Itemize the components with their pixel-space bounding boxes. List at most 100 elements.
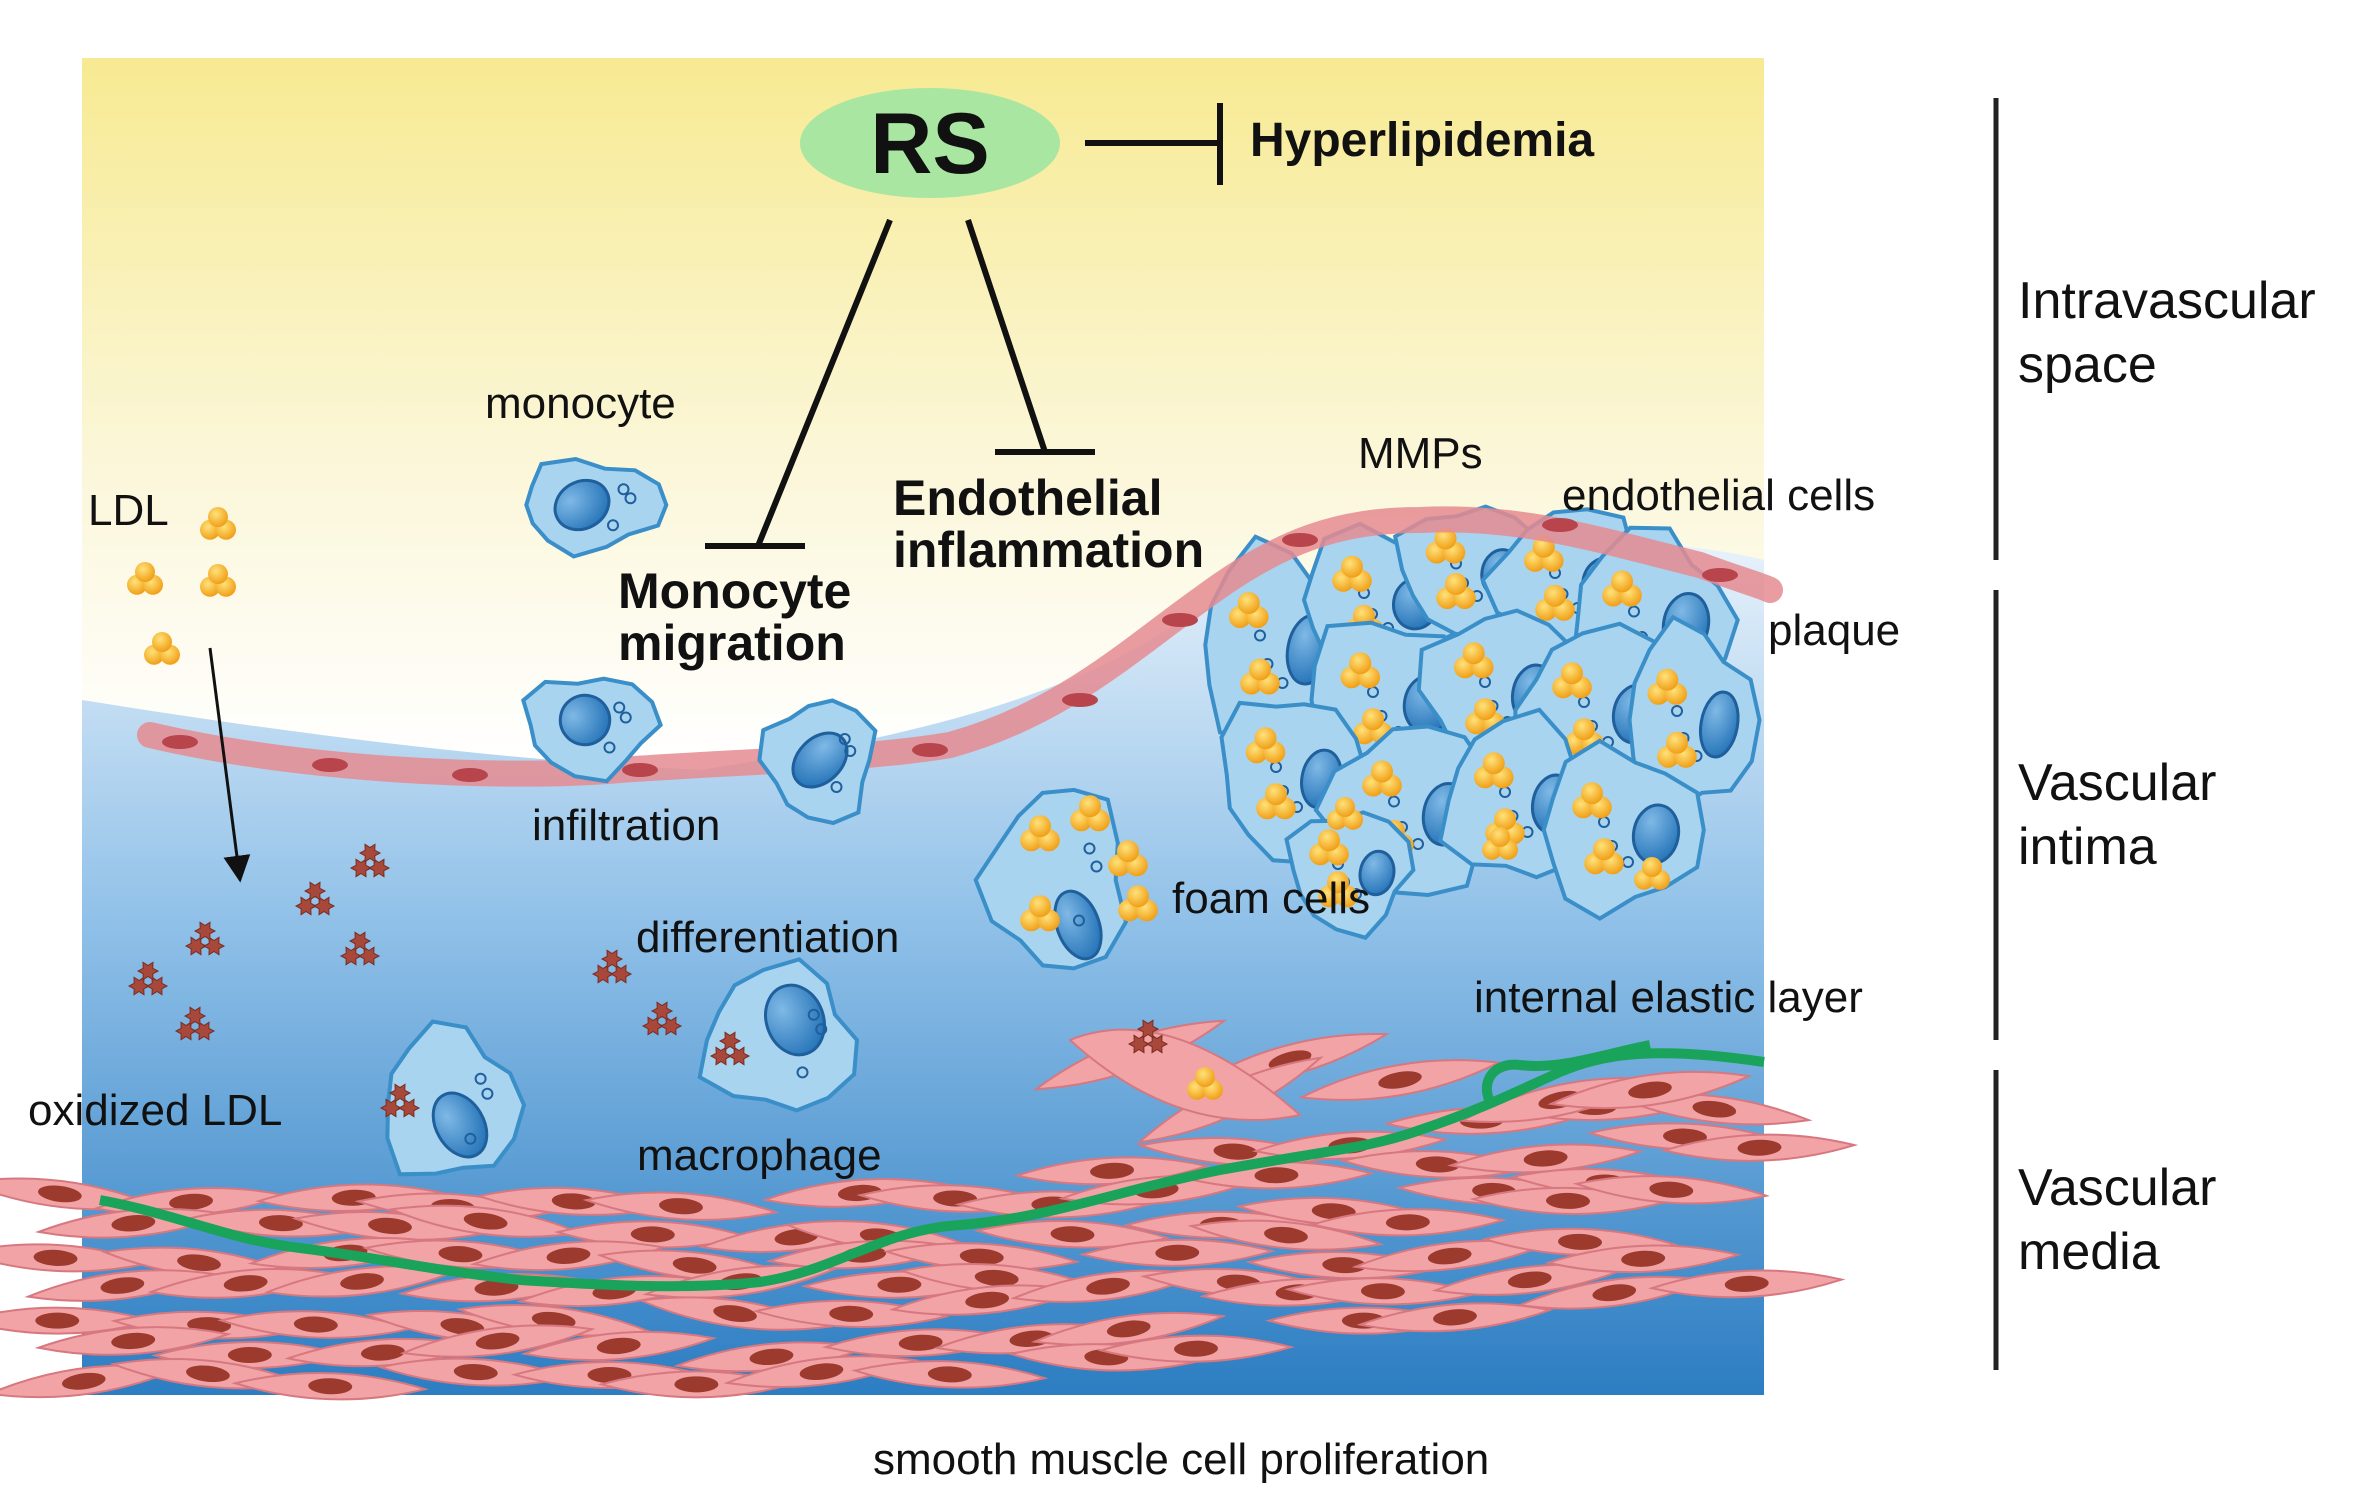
internal-elastic-layer-line xyxy=(99,1048,1765,1292)
smooth-muscle-nucleus xyxy=(551,1193,596,1210)
oxidized-ldl-spike xyxy=(358,843,382,863)
smooth-muscle-lipid-cell xyxy=(1068,1028,1303,1121)
smooth-muscle-nucleus xyxy=(223,1275,268,1292)
smooth-muscle-nucleus xyxy=(749,1348,794,1366)
oxidized-ldl-particle xyxy=(294,881,336,916)
monocyte-migration-line2: migration xyxy=(618,615,846,671)
lipid-droplet xyxy=(1249,658,1271,681)
lipid-droplet xyxy=(1117,840,1139,863)
cell-nucleus xyxy=(791,731,849,789)
smooth-muscle-cell xyxy=(147,1267,345,1299)
vesicle xyxy=(815,1023,828,1036)
infiltration-label: infiltration xyxy=(532,801,720,850)
ldl-entry-arrow xyxy=(208,647,251,883)
oxidized-ldl-particle xyxy=(184,921,226,956)
smooth-muscle-cell xyxy=(673,1341,870,1373)
lipid-cluster xyxy=(1318,871,1358,908)
endothelial-nucleus xyxy=(452,768,488,782)
ldl-label: LDL xyxy=(88,486,169,535)
lipid-droplet xyxy=(1327,871,1349,894)
lipid-cluster xyxy=(1572,782,1612,819)
smooth-muscle-nucleus xyxy=(1213,1143,1258,1160)
oxidized-ldl-particle xyxy=(339,931,381,966)
smooth-muscle-nucleus xyxy=(1155,1244,1200,1261)
smooth-muscle-nucleus xyxy=(1322,1257,1367,1274)
lipid-droplet xyxy=(1573,718,1595,741)
inhibit-endothelial-line xyxy=(965,219,1048,453)
rs-node xyxy=(800,88,1060,198)
smooth-muscle-nucleus xyxy=(1433,1309,1477,1326)
lipid-cluster xyxy=(1584,838,1624,875)
lipid-cluster xyxy=(1425,527,1466,564)
intima-label-line1: Vascular xyxy=(2018,754,2216,812)
hyperlipidemia-label: Hyperlipidemia xyxy=(1250,114,1594,167)
smooth-muscle-cell xyxy=(851,1360,1049,1389)
smooth-muscle-nucleus xyxy=(1360,1283,1405,1300)
smooth-muscle-nucleus xyxy=(1628,1081,1672,1099)
vesicle xyxy=(844,745,857,757)
oxidized-ldl-spike xyxy=(193,921,217,941)
smooth-muscle-cell xyxy=(520,1330,718,1362)
smooth-muscle-cell xyxy=(1351,1239,1548,1273)
lipid-cluster xyxy=(1340,652,1381,689)
smooth-muscle-nucleus xyxy=(186,1365,230,1383)
smooth-muscle-nucleus xyxy=(1268,1050,1312,1070)
endothelial-nucleus xyxy=(1702,568,1738,582)
lipid-droplet xyxy=(1029,815,1051,838)
intravascular-label-line2: space xyxy=(2018,336,2157,394)
smooth-muscle-nucleus xyxy=(531,1311,576,1329)
lipid-cluster xyxy=(1362,760,1402,797)
smooth-muscle-nucleus xyxy=(1523,1150,1568,1167)
vesicle xyxy=(807,1008,820,1021)
rs-label: RS xyxy=(870,96,989,192)
vesicle xyxy=(1254,629,1266,642)
oxidized-ldl-spike xyxy=(145,976,169,996)
smooth-muscle-nucleus xyxy=(1385,1214,1430,1231)
smooth-muscle-nucleus xyxy=(61,1372,106,1390)
cell-nucleus xyxy=(553,478,611,532)
smooth-muscle-cell xyxy=(1187,1219,1385,1251)
oxidized-ldl-spike xyxy=(718,1031,742,1051)
smooth-muscle-cell xyxy=(263,1265,461,1298)
smooth-muscle-nucleus xyxy=(293,1316,338,1333)
lipid-cluster xyxy=(1657,731,1697,768)
smooth-muscle-nucleus xyxy=(475,1332,520,1350)
vesicle xyxy=(1090,860,1103,873)
monocyte-migration-line1: Monocyte xyxy=(618,563,851,619)
lipid-droplet xyxy=(1237,591,1260,614)
vesicle xyxy=(481,1087,494,1100)
smooth-muscle-label: smooth muscle cell proliferation xyxy=(873,1435,1489,1484)
smooth-muscle-nucleus xyxy=(1507,1271,1552,1289)
smooth-muscle-nucleus xyxy=(463,1212,508,1230)
lipid-cluster xyxy=(1473,752,1514,789)
oxidized-ldl-particle xyxy=(174,1006,216,1041)
lipid-cluster xyxy=(200,507,236,540)
smooth-muscle-cell xyxy=(34,1326,232,1356)
smooth-muscle-nucleus xyxy=(1649,1181,1694,1198)
oxidized-ldl-spike xyxy=(136,961,160,981)
smooth-muscle-nucleus xyxy=(1050,1226,1095,1243)
smooth-muscle-cell xyxy=(1356,1302,1554,1333)
oxidized-ldl-particle xyxy=(709,1031,751,1066)
vesicle xyxy=(796,1066,809,1079)
lipid-droplet xyxy=(1265,783,1287,806)
media-label-line2: media xyxy=(2018,1223,2160,1281)
smooth-muscle-nucleus xyxy=(1415,1156,1460,1173)
smooth-muscle-nucleus xyxy=(1724,1275,1769,1292)
oxidized-ldl-spike xyxy=(727,1046,751,1066)
lipid-droplet xyxy=(1544,584,1566,607)
vesicle xyxy=(1073,914,1085,927)
smooth-muscle-nucleus xyxy=(1254,1167,1299,1184)
smooth-muscle-nucleus xyxy=(35,1312,80,1329)
lipid-cluster xyxy=(1309,829,1349,866)
oxidized-ldl-particle xyxy=(379,1083,421,1118)
lipid-cluster xyxy=(1070,795,1110,832)
smooth-muscle-nucleus xyxy=(927,1366,972,1383)
lipid-droplet xyxy=(1490,827,1510,847)
smooth-muscle-cell xyxy=(1078,1238,1277,1267)
smooth-muscle-nucleus xyxy=(177,1254,221,1271)
oxidized-ldl-spike xyxy=(1136,1019,1160,1039)
oxidized-ldl-spike xyxy=(600,949,624,969)
oxidized-ldl-spike xyxy=(202,936,226,956)
foam-cells-label: foam cells xyxy=(1172,874,1370,923)
